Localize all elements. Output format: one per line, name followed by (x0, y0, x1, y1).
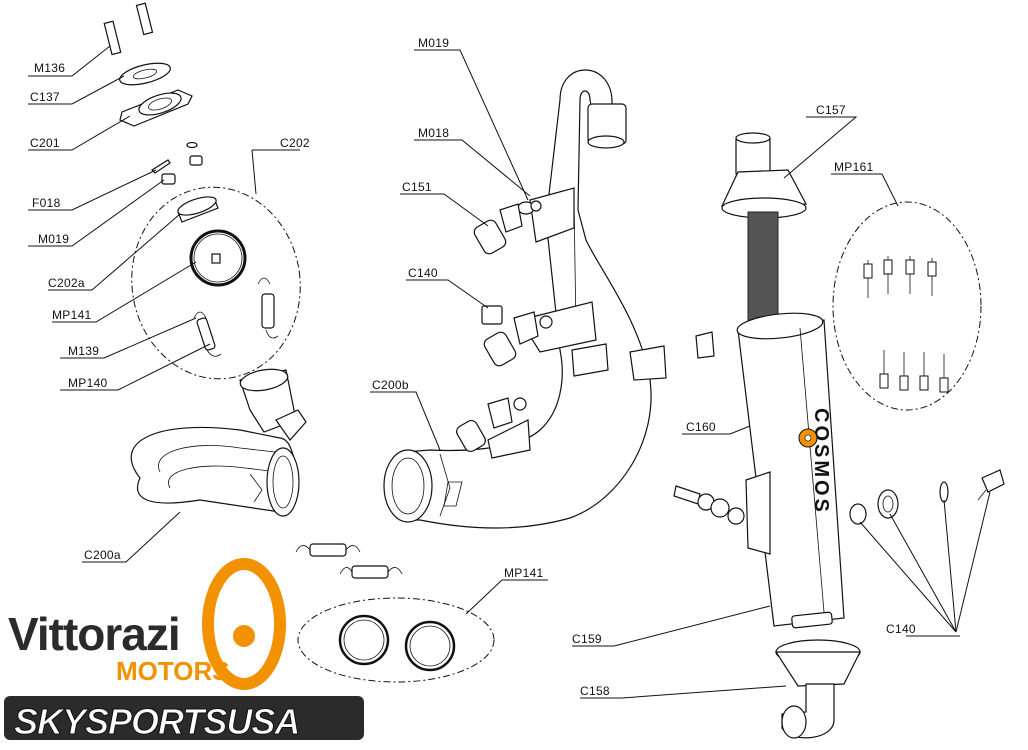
label-c200b: C200b (372, 378, 409, 392)
pin-m136 (103, 2, 154, 56)
group-outline-c202 (131, 186, 301, 380)
rivets (863, 256, 949, 393)
label-m139: M139 (68, 344, 99, 358)
label-c158: C158 (580, 684, 610, 698)
endcap-c157 (721, 132, 807, 219)
label-m019-left: M019 (38, 232, 69, 246)
label-c200a: C200a (84, 548, 121, 562)
skysports-logo: SKYSPORTSUSA (4, 696, 364, 743)
middle-parts-group (295, 69, 715, 683)
label-c160: C160 (686, 420, 716, 434)
nut-m019 (161, 173, 176, 185)
spring-mp140 (257, 277, 279, 339)
label-m019-mid: M019 (418, 36, 449, 50)
mesh-sleeve (747, 211, 779, 325)
clamp-ring (189, 229, 247, 287)
fasteners-c140 (849, 469, 1005, 525)
leader-lines (28, 45, 991, 699)
tab-plate-2 (629, 345, 667, 381)
clip-c140 (481, 305, 503, 325)
label-m136: M136 (34, 61, 65, 75)
label-c151: C151 (402, 180, 432, 194)
endcap-c158 (774, 639, 861, 739)
label-c202a: C202a (48, 276, 85, 290)
muffler-c160 (736, 312, 845, 627)
vittorazi-wordmark: Vittorazi (8, 608, 180, 660)
label-c201: C201 (30, 136, 60, 150)
damper-lower (456, 397, 513, 453)
spring-pair (295, 543, 403, 579)
damper-middle (483, 311, 539, 367)
label-c159: C159 (572, 632, 602, 646)
clamp-pair (338, 614, 456, 672)
label-mp141-left: MP141 (52, 308, 92, 322)
group-outline-mp141 (297, 597, 495, 683)
label-mp161: MP161 (834, 160, 874, 174)
tab-plate (571, 343, 609, 377)
label-f018: F018 (32, 196, 61, 210)
sleeve-c202a (177, 196, 219, 223)
vittorazi-logo: Vittorazi MOTORS (8, 558, 286, 690)
damper-c151-upper (473, 203, 523, 255)
label-c157: C157 (816, 103, 846, 117)
nut-icon (189, 155, 203, 166)
gasket-c137 (119, 62, 171, 86)
label-mp140: MP140 (68, 376, 108, 390)
label-c140-right: C140 (886, 622, 916, 636)
label-m018: M018 (418, 126, 449, 140)
manifold-c200a (130, 368, 307, 517)
label-c137: C137 (30, 90, 60, 104)
label-c140-mid: C140 (408, 266, 438, 280)
label-c202: C202 (280, 136, 310, 150)
vittorazi-emblem-icon (202, 558, 286, 690)
washer-icon (186, 141, 198, 149)
right-parts-group: COSMOS (673, 132, 1005, 739)
group-outline-mp161 (832, 201, 982, 411)
gear-icon (798, 428, 818, 448)
bracket-middle (519, 301, 597, 353)
flange-c201 (119, 89, 193, 127)
spring-m139 (193, 311, 222, 357)
bracket-lower (487, 397, 531, 459)
muffler-brand-text: COSMOS (810, 408, 832, 515)
label-mp141-bottom: MP141 (504, 566, 544, 580)
stud-f018 (151, 159, 171, 174)
skysports-wordmark: SKYSPORTSUSA (14, 701, 299, 742)
tail-ring-c159 (791, 611, 833, 629)
clip-small (695, 331, 715, 359)
part-labels: M136 C137 C201 C202 F018 M019 C202a MP14… (30, 36, 916, 698)
mount-bolts (673, 471, 771, 555)
left-parts-group (103, 2, 307, 517)
